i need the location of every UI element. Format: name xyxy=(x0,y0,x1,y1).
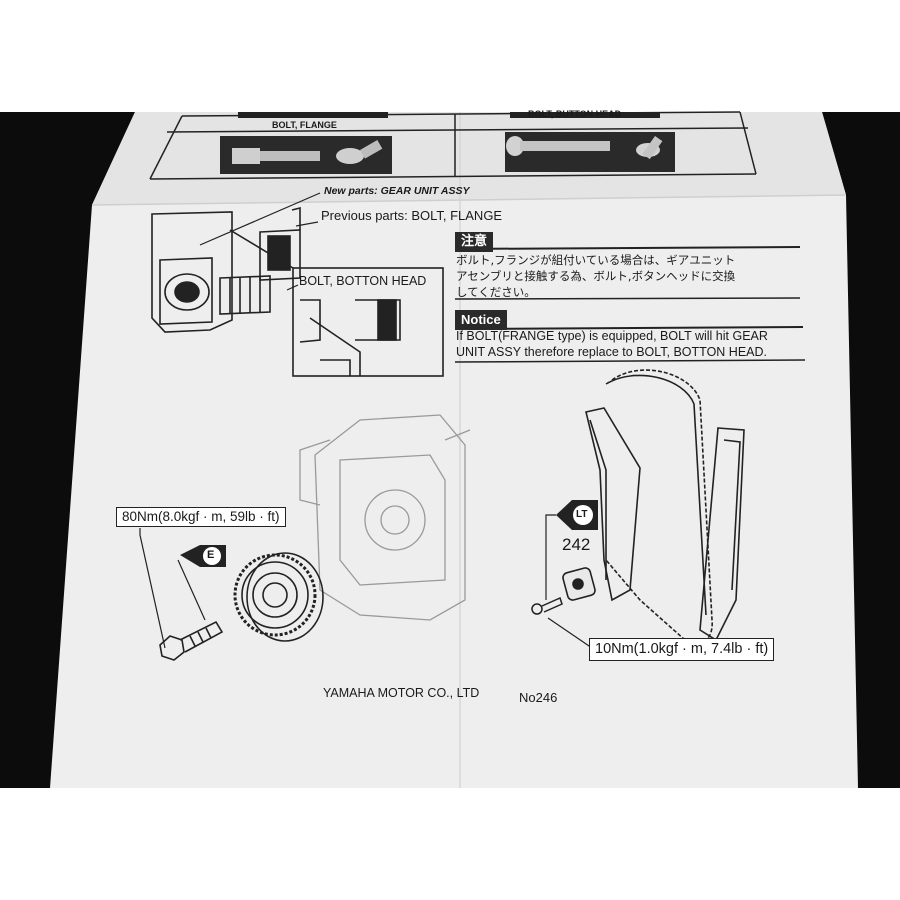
table-label-bolt-flange: BOLT, FLANGE xyxy=(272,120,337,130)
engine-oil-label: E xyxy=(207,549,215,561)
notice-line-2: UNIT ASSY therefore replace to BOLT, BOT… xyxy=(456,345,767,359)
gear-unit-drawing-lower xyxy=(233,552,324,642)
timing-chain-drawing xyxy=(585,369,745,645)
locktite-number: 242 xyxy=(562,535,591,554)
gear-unit-drawing xyxy=(151,206,321,343)
previous-parts-callout: Previous parts: BOLT, FLANGE xyxy=(321,208,503,223)
company-name: YAMAHA MOTOR CO., LTD xyxy=(323,686,480,700)
caution-line-2: アセンブリと接触する為、ボルト,ボタンヘッドに交換 xyxy=(456,269,736,283)
torque-10nm-label: 10Nm(1.0kgf · m, 7.4lb · ft) xyxy=(589,638,775,661)
bolt-botton-head-callout: BOLT, BOTTON HEAD xyxy=(299,274,427,288)
notice-line-1: If BOLT(FRANGE type) is equipped, BOLT w… xyxy=(456,329,768,343)
engine-block-drawing xyxy=(299,414,471,621)
notice-title: Notice xyxy=(455,310,507,330)
locktite-icon xyxy=(556,500,598,530)
caution-line-1: ボルト,フランジが組付いている場合は、ギアユニット xyxy=(456,253,736,267)
bolt-button-head-icon xyxy=(506,135,663,160)
zoom-detail-box xyxy=(229,229,444,377)
new-parts-callout: New parts: GEAR UNIT ASSY xyxy=(324,185,470,197)
caution-line-3: してください。 xyxy=(456,285,536,299)
locktite-label: LT xyxy=(576,509,588,520)
engine-oil-icon xyxy=(180,545,226,567)
caution-title: 注意 xyxy=(455,232,494,252)
document-number: No246 xyxy=(519,690,558,705)
table-label-bolt-button-head: BOLT, BUTTON HEAD xyxy=(528,109,622,119)
bolt-80nm-drawing xyxy=(159,620,224,661)
torque-80nm-label: 80Nm(8.0kgf · m, 59lb · ft) xyxy=(116,507,286,527)
bolt-10nm-drawing xyxy=(531,596,563,615)
bolt-flange-icon xyxy=(232,140,383,164)
tensioner-drawing xyxy=(562,567,596,601)
